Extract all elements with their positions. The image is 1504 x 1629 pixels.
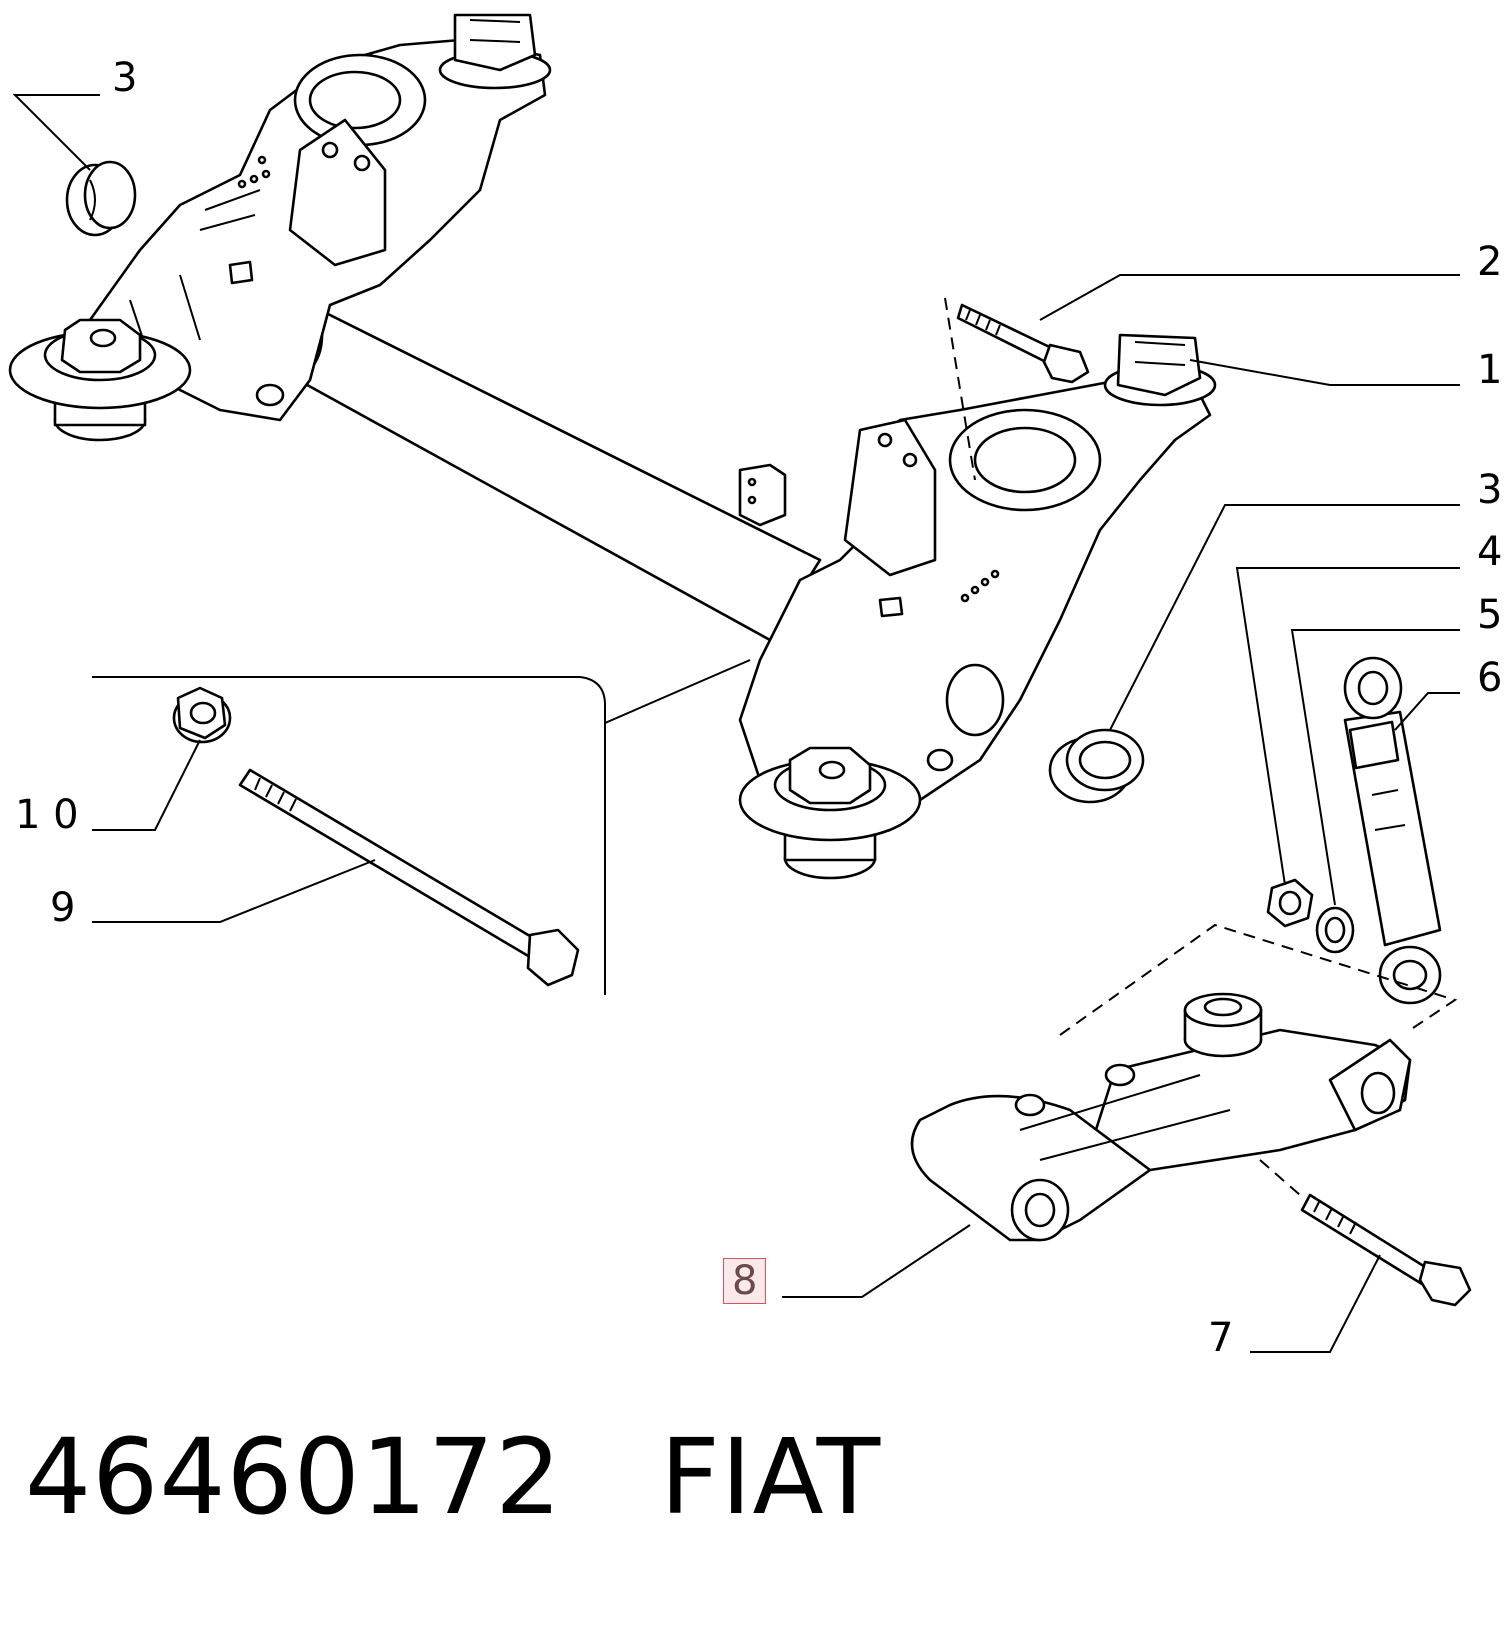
callout-5: 5 [1477,592,1503,638]
part-9-long-bolt [238,768,580,987]
group-bracket-line [92,659,751,995]
callout-9: 9 [50,885,76,931]
callout-3-right: 3 [1477,467,1503,513]
right-rubber-mount [738,746,922,880]
part-3-bushing-right [1048,728,1145,804]
right-trailing-arm [738,378,1212,842]
callout-1: 1 [1477,347,1503,393]
left-trailing-arm [23,38,547,422]
part-3-bushing-left [65,160,137,237]
callout-6: 6 [1477,655,1503,701]
leader-4 [1235,567,1460,886]
callout-10: 1 0 [15,792,79,838]
axle-tube [276,295,822,642]
brand-name: FIAT [660,1416,882,1538]
leader-2 [1039,274,1460,321]
callout-7: 7 [1208,1315,1234,1361]
dashed-shock-box [1059,923,1458,1036]
part-number: 46460172 [25,1416,563,1538]
leader-9 [92,859,376,923]
part-5-washer [1315,906,1355,954]
leader-5 [1290,629,1460,906]
callout-3-left: 3 [112,55,138,101]
upper-left-mount [438,13,552,90]
part-10-nut [172,686,232,744]
dashed-bolt-axis-2 [944,297,976,481]
leader-3-left [12,94,100,171]
part-4-nut [1266,878,1314,928]
dashed-shock-box-right [1259,1159,1301,1196]
leader-7 [1250,1254,1381,1353]
small-bracket [738,463,787,527]
callout-8-highlighted[interactable]: 8 [723,1258,767,1304]
leader-6 [1394,692,1460,731]
callout-4: 4 [1477,529,1503,575]
part-2-bolt [956,303,1090,384]
part-7-bolt [1300,1193,1472,1307]
part-1-upper-mount [1103,333,1217,407]
leader-10 [92,739,201,831]
left-rubber-mount [8,318,192,442]
part-8-lower-arm [910,992,1412,1242]
callout-2: 2 [1477,239,1503,285]
part-6-shock-absorber [1343,656,1442,1005]
leader-3-right [1109,504,1460,731]
leader-1 [1189,359,1460,386]
leader-8 [782,1224,971,1298]
